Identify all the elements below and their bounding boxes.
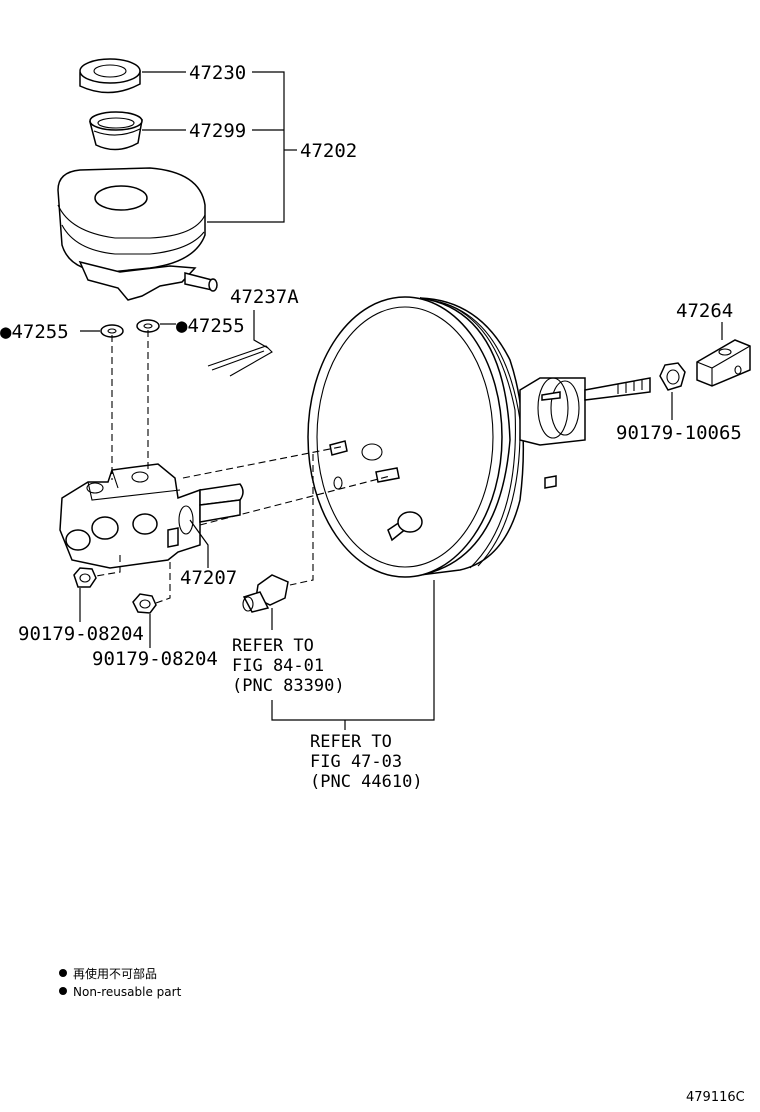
label-47202: 47202 bbox=[300, 140, 357, 162]
label-47264: 47264 bbox=[676, 300, 733, 322]
label-47255-right: ●47255 bbox=[176, 315, 245, 337]
reservoir-cap bbox=[79, 58, 141, 94]
label-47237A: 47237A bbox=[230, 286, 299, 308]
legend-bullet-jp bbox=[59, 969, 67, 977]
label-90179-08204-a: 90179-08204 bbox=[18, 623, 144, 645]
legend-bullet-en bbox=[59, 987, 67, 995]
reservoir-pin bbox=[207, 345, 273, 377]
refer-switch-line2: FIG 84-01 bbox=[232, 656, 324, 676]
reservoir-strainer bbox=[89, 111, 143, 151]
label-47207: 47207 bbox=[180, 567, 237, 589]
push-rod-clevis bbox=[696, 339, 751, 387]
refer-switch-line3: (PNC 83390) bbox=[232, 676, 345, 696]
refer-booster-line2: FIG 47-03 bbox=[310, 752, 402, 772]
refer-booster-line3: (PNC 44610) bbox=[310, 772, 423, 792]
pressure-switch bbox=[242, 574, 289, 613]
label-90179-10065: 90179-10065 bbox=[616, 422, 742, 444]
refer-switch-line1: REFER TO bbox=[232, 636, 314, 656]
legend-english: Non-reusable part bbox=[73, 985, 182, 999]
nut-left bbox=[73, 567, 97, 588]
legend: 再使用不可部品 Non-reusable part bbox=[59, 966, 182, 999]
refer-note-booster: REFER TO FIG 47-03 (PNC 44610) bbox=[310, 732, 423, 792]
label-47230: 47230 bbox=[189, 62, 246, 84]
label-90179-08204-b: 90179-08204 bbox=[92, 648, 218, 670]
label-47255-left: ●47255 bbox=[0, 321, 69, 343]
brake-booster bbox=[307, 296, 651, 578]
nut-right bbox=[132, 593, 157, 614]
figure-number: 479116C bbox=[686, 1090, 745, 1105]
legend-japanese: 再使用不可部品 bbox=[73, 966, 157, 981]
brake-fluid-reservoir bbox=[57, 167, 218, 301]
refer-note-switch: REFER TO FIG 84-01 (PNC 83390) bbox=[232, 636, 345, 696]
refer-booster-line1: REFER TO bbox=[310, 732, 392, 752]
lock-nut bbox=[659, 362, 686, 391]
master-cylinder bbox=[59, 463, 244, 569]
label-47299: 47299 bbox=[189, 120, 246, 142]
